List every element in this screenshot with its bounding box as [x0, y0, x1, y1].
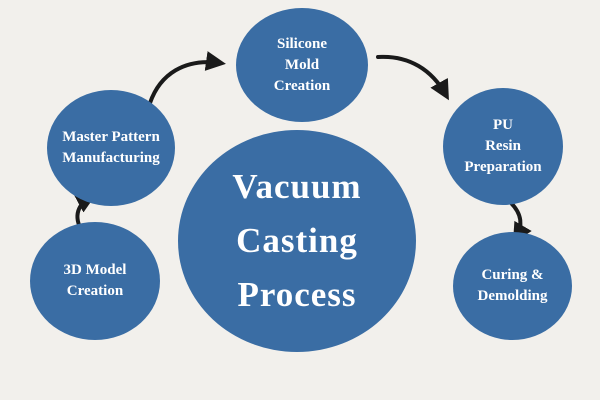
node-label-line: Mold: [284, 56, 320, 73]
node-label-line: Creation: [66, 283, 124, 299]
center-node-label: Vacuum Casting Process: [232, 160, 361, 323]
center-label-line: Process: [237, 275, 357, 315]
node-master-pattern-manufacturing: Master Pattern Manufacturing: [47, 90, 175, 206]
node-label-line: 3D Model: [63, 262, 127, 278]
node-label-line: Master Pattern: [62, 129, 160, 145]
node-label-line: Manufacturing: [62, 150, 160, 166]
node-label: Master Pattern Manufacturing: [62, 127, 160, 169]
node-silicone-mold-creation: Silicone Mold Creation: [236, 8, 368, 122]
node-label-line: PU: [493, 117, 513, 133]
node-label-line: Creation: [273, 77, 331, 94]
center-node-vacuum-casting-process: Vacuum Casting Process: [178, 130, 416, 352]
node-label: PU Resin Preparation: [464, 115, 541, 178]
node-label: Curing & Demolding: [477, 265, 547, 307]
center-label-line: Casting: [236, 220, 358, 260]
node-label-line: Resin: [485, 138, 521, 154]
node-label-line: Demolding: [477, 288, 548, 304]
node-label: 3D Model Creation: [64, 260, 127, 302]
node-label: Silicone Mold Creation: [274, 34, 330, 97]
node-3d-model-creation: 3D Model Creation: [30, 222, 160, 340]
node-curing-demolding: Curing & Demolding: [453, 232, 572, 340]
arrow-master-pattern-to-silicone-mold: [148, 51, 226, 105]
node-label-line: Preparation: [464, 159, 542, 175]
arrow-silicone-mold-to-pu-resin: [376, 54, 449, 101]
node-pu-resin-preparation: PU Resin Preparation: [443, 88, 563, 205]
node-label-line: Curing &: [481, 267, 544, 283]
center-label-line: Vacuum: [232, 166, 362, 206]
node-label-line: Silicone: [276, 35, 327, 52]
